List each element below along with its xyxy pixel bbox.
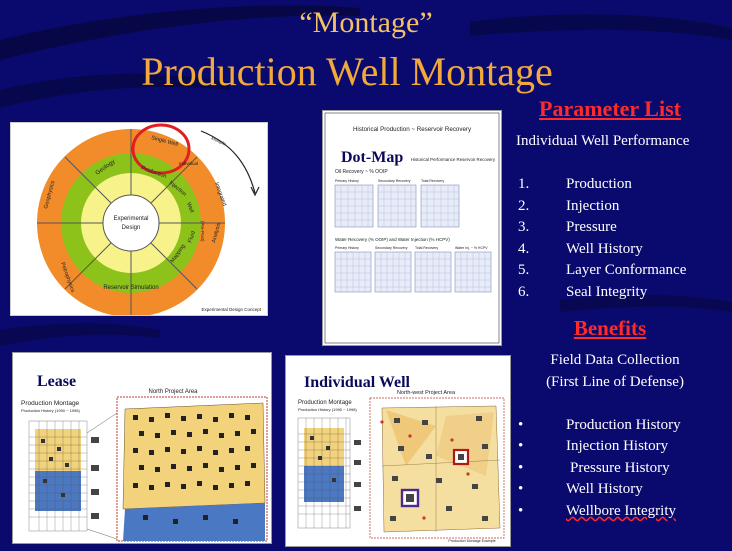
dot-map-title: Historical Production ~ Reservoir Recove… (353, 126, 472, 133)
dot-map-subtitle-left: Oil Recovery ~ % OOIP (335, 169, 388, 175)
dot-map-panel: Historical Production ~ Reservoir Recove… (322, 110, 502, 346)
benefit-item-text: Production History (566, 417, 681, 433)
dot-map-row2-header-4: Water Inj. ~ % HCPV (455, 246, 488, 250)
sub-label-pre-post: (Pre-Post) (200, 221, 205, 242)
individual-well-map-graphic: North-west Project Area Production Monta… (286, 356, 510, 546)
dot-map-row2-header-1: Primary History (335, 246, 359, 250)
dot-map-row1-header-2: Secondary Recovery (378, 179, 411, 183)
benefit-item-text: Well History (566, 481, 643, 497)
center-label-1: Experimental (113, 216, 148, 222)
parameter-item-text: Injection (566, 198, 620, 214)
experimental-design-diagram: Experimental Design Geology Production I… (10, 122, 268, 317)
ring-label-analysis: Analysis (211, 222, 222, 244)
parameter-item-text: Production (566, 176, 632, 192)
parameter-item-number: 5. (518, 262, 530, 278)
center-label-2: Design (122, 225, 141, 231)
parameter-item-text: Layer Conformance (566, 262, 687, 278)
slide-title-main: Production Well Montage (141, 49, 553, 94)
benefit-item-text: Pressure History (570, 460, 670, 476)
parameter-item-text: Pressure (566, 219, 617, 235)
benefits-line-2: (First Line of Defense) (546, 374, 684, 390)
parameter-item-number: 2. (518, 198, 530, 214)
dot-map-label: Dot-Map (341, 149, 404, 166)
lease-subtitle: Production History (1990 ~ 1998) (21, 408, 80, 413)
ring-diagram-graphic: Experimental Design Geology Production I… (37, 123, 262, 317)
slide-title-montage: “Montage” (299, 6, 433, 39)
lease-label: Lease (37, 373, 77, 390)
individual-well-area-label: North-west Project Area (397, 390, 456, 396)
parameter-item-number: 4. (518, 241, 530, 257)
dot-map-subtitle-right: Historical Performance Reservoir Recover… (411, 157, 496, 162)
bullet-icon: • (518, 417, 524, 433)
parameter-item-number: 6. (518, 284, 530, 300)
lease-panel: Production Montage Production History (1… (12, 352, 272, 544)
ring-label-reservoir-simulation: Reservoir Simulation (103, 285, 158, 291)
individual-well-caption: Production Montage Example (448, 539, 495, 543)
parameter-list-title: Parameter List (539, 96, 681, 121)
bullet-icon: • (518, 481, 524, 497)
bullet-icon: • (518, 460, 524, 476)
individual-well-panel: North-west Project Area Production Monta… (285, 355, 511, 547)
individual-well-title: Production Montage (298, 400, 352, 406)
individual-well-subtitle: Production History (1990 ~ 1998) (298, 407, 357, 412)
sub-label-individual: Individual (179, 161, 198, 166)
dot-map-row1-header-3: Total Recovery (421, 179, 444, 183)
parameter-item-number: 1. (518, 176, 530, 192)
benefits-line-1: Field Data Collection (550, 352, 680, 368)
ring-label-well: Well (185, 202, 194, 214)
lease-map-graphic: Production Montage Production History (1… (13, 353, 271, 543)
individual-well-label: Individual Well (304, 374, 410, 391)
parameter-item-text: Well History (566, 241, 643, 257)
dot-map-row2-header-3: Total Recovery (415, 246, 438, 250)
sub-label-multiple: Multiple (211, 135, 228, 146)
benefits-title: Benefits (573, 316, 647, 340)
dot-map-graphic: Historical Production ~ Reservoir Recove… (324, 112, 500, 344)
diagram-caption: Experimental Design Concept (201, 307, 261, 312)
dot-map-row2-header-2: Secondary Recovery (375, 246, 408, 250)
bullet-icon: • (518, 503, 524, 519)
lease-title: Production Montage (21, 400, 80, 407)
bullet-icon: • (518, 438, 524, 454)
benefit-item-text: Injection History (566, 438, 669, 454)
ring-label-fluid: Fluid (187, 230, 197, 243)
parameter-item-text: Seal Integrity (566, 284, 648, 300)
lease-area-label: North Project Area (148, 389, 198, 395)
parameter-item-number: 3. (518, 219, 530, 235)
benefit-item-text: Wellbore Integrity (566, 503, 677, 519)
parameter-list-heading: Individual Well Performance (516, 133, 690, 149)
dot-map-row2-title: Water Recovery (% OOIP) and Water Inject… (335, 237, 450, 242)
dot-map-row1-header-1: Primary History (335, 179, 359, 183)
